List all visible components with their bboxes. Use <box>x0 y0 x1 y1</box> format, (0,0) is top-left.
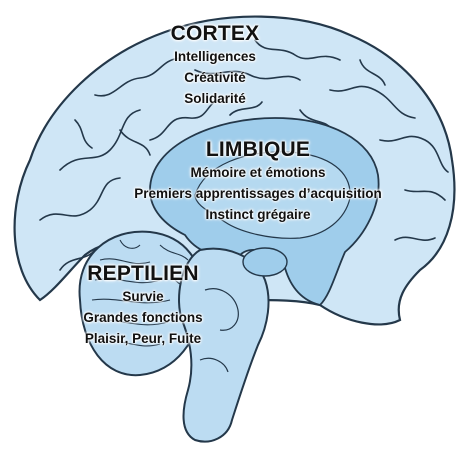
reptilien-line-1: Survie <box>122 289 164 304</box>
brainstem-shape <box>178 247 270 443</box>
cortex-line-3: Solidarité <box>184 91 246 106</box>
reptilien-title: REPTILIEN <box>87 262 199 285</box>
limbique-line-1: Mémoire et émotions <box>190 165 326 180</box>
limbique-label-block: LIMBIQUE Mémoire et émotions Premiers ap… <box>134 138 382 225</box>
reptilien-line-2: Grandes fonctions <box>83 310 203 325</box>
cortex-label-block: CORTEX Intelligences Créativité Solidari… <box>171 22 260 109</box>
limbique-line-2: Premiers apprentissages d’acquisition <box>134 186 382 201</box>
limbic-inner <box>194 151 351 239</box>
cortex-title: CORTEX <box>170 22 260 45</box>
limbique-line-3: Instinct grégaire <box>205 207 311 222</box>
reptilien-label-block: REPTILIEN Survie Grandes fonctions Plais… <box>83 262 202 349</box>
cortex-folds <box>39 39 449 271</box>
reptilien-line-3: Plaisir, Peur, Fuite <box>84 331 202 346</box>
cortex-line-1: Intelligences <box>174 49 256 64</box>
cortex-line-2: Créativité <box>184 70 246 85</box>
limbique-title: LIMBIQUE <box>205 138 311 161</box>
thalamus-shape <box>242 247 288 277</box>
